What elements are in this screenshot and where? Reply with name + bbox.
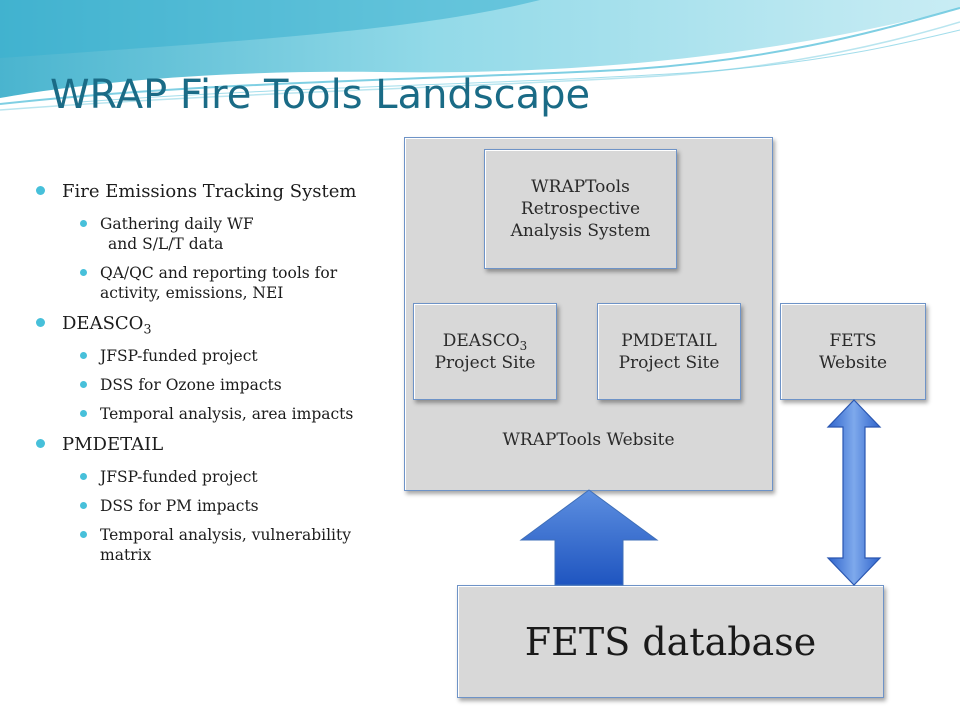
fets-website-box: FETS Website — [780, 303, 926, 400]
deasco-project-site-box: DEASCO3 Project Site — [413, 303, 557, 400]
sub-bullet-temporal-vuln-text: Temporal analysis, vulnerability matrix — [100, 526, 351, 564]
retro-line3: Analysis System — [510, 221, 651, 241]
sub-bullet-temporal-vuln: Temporal analysis, vulnerability matrix — [36, 525, 396, 565]
bullet-fets-text: Fire Emissions Tracking System — [62, 181, 357, 202]
sub-bullet-jfsp-1-text: JFSP-funded project — [100, 347, 258, 365]
fets-database-label: FETS database — [524, 619, 817, 664]
bullet-deasco-text: DEASCO — [62, 313, 144, 334]
sub-bullet-jfsp-2: JFSP-funded project — [36, 467, 396, 487]
deasco-subscript: 3 — [519, 338, 528, 353]
bullet-pmdetail-text: PMDETAIL — [62, 434, 164, 455]
pmdetail-line2: Project Site — [618, 352, 720, 373]
sub-bullet-pm-text: DSS for PM impacts — [100, 497, 259, 515]
fets-site-line2: Website — [818, 352, 888, 373]
bullet-fets: Fire Emissions Tracking System — [36, 180, 396, 203]
pmdetail-project-site-box: PMDETAIL Project Site — [597, 303, 741, 400]
wraptools-website-label: WRAPTools Website — [502, 430, 675, 450]
deasco-line1: DEASCO3 — [443, 330, 528, 352]
fets-database-box: FETS database — [457, 585, 884, 698]
bullet-deasco: DEASCO3 — [36, 312, 396, 335]
header-wave-decoration — [0, 0, 960, 111]
sub-bullet-gathering: Gathering daily WF and S/L/T data — [36, 214, 396, 254]
bullet-list: Fire Emissions Tracking System Gathering… — [36, 180, 396, 574]
sub-bullet-jfsp-1: JFSP-funded project — [36, 346, 396, 366]
double-arrow-icon — [826, 399, 882, 586]
slide-title: WRAP Fire Tools Landscape — [50, 72, 591, 118]
retro-line2: Retrospective — [520, 199, 641, 219]
sub-bullet-temporal-area: Temporal analysis, area impacts — [36, 404, 396, 424]
fets-site-line1: FETS — [829, 330, 877, 351]
sub-bullet-ozone-text: DSS for Ozone impacts — [100, 376, 282, 394]
sub-bullet-pm: DSS for PM impacts — [36, 496, 396, 516]
bullet-pmdetail: PMDETAIL — [36, 433, 396, 456]
sub-bullet-ozone: DSS for Ozone impacts — [36, 375, 396, 395]
sub-bullet-qaqc: QA/QC and reporting tools for activity, … — [36, 263, 396, 303]
retro-line1: WRAPTools — [531, 177, 630, 197]
sub-bullet-gathering-line2: and S/L/T data — [108, 235, 224, 253]
sub-bullet-qaqc-text: QA/QC and reporting tools for activity, … — [100, 264, 338, 302]
sub-bullet-temporal-area-text: Temporal analysis, area impacts — [100, 405, 354, 423]
up-arrow-icon — [519, 489, 659, 586]
deasco-line2: Project Site — [434, 352, 536, 373]
bullet-deasco-subscript: 3 — [143, 321, 152, 337]
sub-bullet-gathering-line1: Gathering daily WF — [100, 215, 254, 233]
sub-bullet-jfsp-2-text: JFSP-funded project — [100, 468, 258, 486]
pmdetail-line1: PMDETAIL — [621, 330, 717, 351]
retrospective-analysis-box: WRAPTools Retrospective Analysis System — [484, 149, 677, 269]
deasco-name: DEASCO — [442, 330, 520, 351]
